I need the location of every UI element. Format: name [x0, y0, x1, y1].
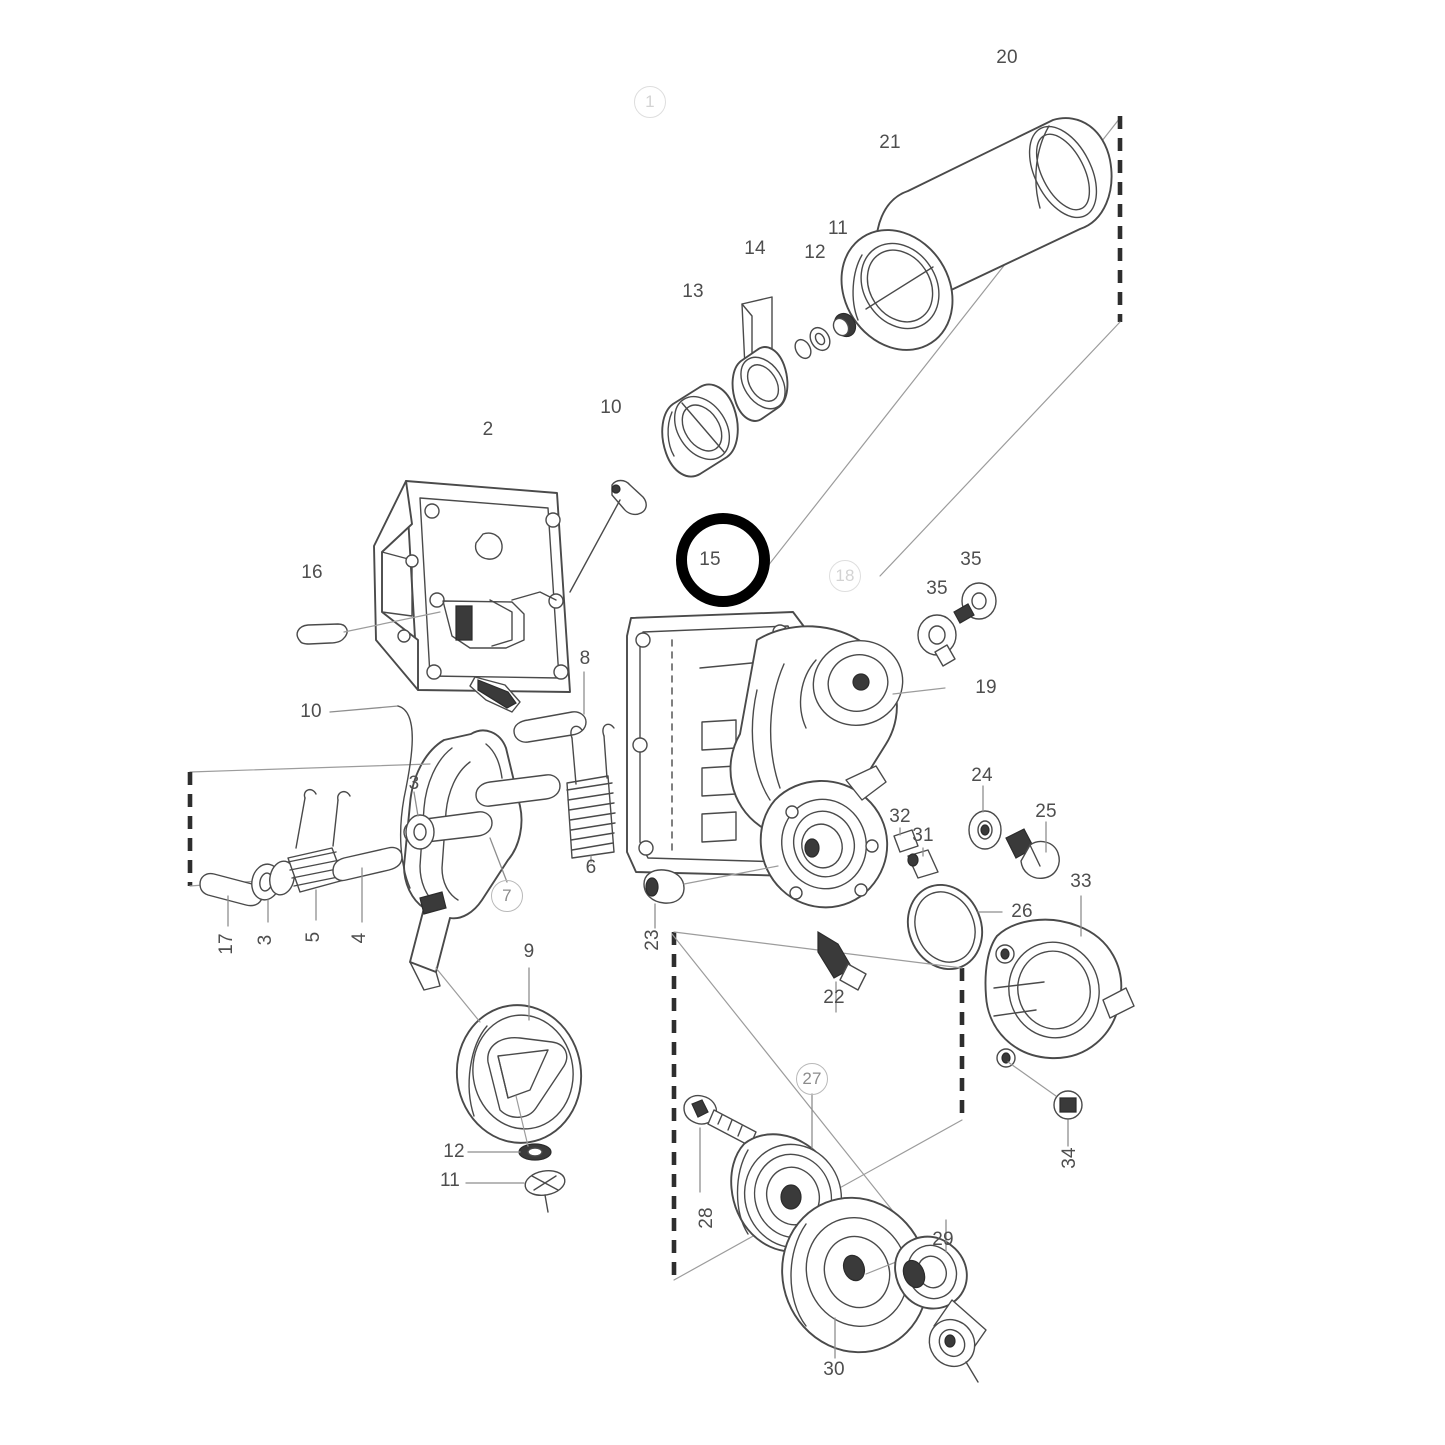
callout-2: 2 — [482, 419, 494, 440]
callout-30: 30 — [823, 1359, 845, 1380]
part-7-lever-arm — [403, 729, 561, 991]
callout-12: 12 — [804, 242, 826, 263]
callout-9: 9 — [523, 941, 535, 962]
part-10-leader-lower — [329, 705, 413, 889]
callout-11: 11 — [439, 1170, 461, 1191]
callout-10: 10 — [600, 397, 622, 418]
part-11-nut-top — [832, 312, 857, 338]
part-16-key-pin — [296, 611, 441, 645]
callout-17: 17 — [216, 933, 237, 955]
part-13-bearing-race — [661, 346, 789, 478]
part-10-locating-pin-upper — [569, 479, 647, 593]
callout-28: 28 — [696, 1207, 717, 1229]
callout-1: 1 — [634, 86, 666, 118]
callout-4: 4 — [349, 932, 370, 944]
callout-34: 34 — [1059, 1147, 1080, 1169]
callout-13: 13 — [682, 281, 704, 302]
callout-16: 16 — [301, 562, 323, 583]
part-34-screw-small — [1007, 1061, 1083, 1147]
callout-12: 12 — [443, 1141, 465, 1162]
callout-6: 6 — [585, 857, 597, 878]
callout-29: 29 — [932, 1229, 954, 1250]
callout-3: 3 — [408, 773, 420, 794]
part-32-clip — [893, 827, 919, 853]
callout-31: 31 — [912, 825, 934, 846]
callout-15: 15 — [699, 549, 721, 570]
callout-20: 20 — [996, 47, 1018, 68]
callout-24: 24 — [971, 765, 993, 786]
part-19-motor-body — [729, 625, 946, 909]
callout-27: 27 — [796, 1063, 828, 1095]
callout-35: 35 — [926, 578, 948, 599]
callout-33: 33 — [1070, 871, 1092, 892]
callout-8: 8 — [579, 648, 591, 669]
callout-14: 14 — [744, 238, 766, 259]
callout-5: 5 — [303, 931, 324, 943]
part-5-coil-spring — [287, 788, 351, 893]
callout-11: 11 — [827, 218, 849, 239]
part-6-spring-pack — [566, 723, 616, 863]
callout-32: 32 — [889, 806, 911, 827]
part-8-roll-pin — [513, 671, 587, 743]
callout-19: 19 — [975, 677, 997, 698]
part-24-washer — [968, 785, 1002, 850]
part-25-screw — [1005, 821, 1060, 879]
part-22-stud-bolt — [817, 930, 867, 1013]
callout-10: 10 — [300, 701, 322, 722]
part-26-o-ring-end-cap — [906, 883, 1003, 971]
part-28-bolt — [683, 1094, 757, 1193]
part-11-nut-bottom — [465, 1169, 566, 1213]
callout-26: 26 — [1011, 901, 1033, 922]
part-29-spacer-nut — [894, 1219, 987, 1383]
part-23-bushing — [643, 865, 779, 929]
part-33-end-cap-cover — [984, 895, 1135, 1068]
part-12-lock-washer-bottom — [467, 1095, 552, 1161]
part-21-collar-ring — [840, 229, 954, 351]
part-3-washer-left — [251, 860, 295, 901]
callout-35: 35 — [960, 549, 982, 570]
callout-23: 23 — [642, 929, 663, 951]
part-9-sealing-ring — [435, 967, 583, 1144]
callout-3: 3 — [255, 934, 276, 946]
part-35-eye-bolt-lower — [917, 614, 957, 667]
part-2-gearbox-cover — [373, 480, 571, 713]
callout-18: 18 — [829, 560, 861, 592]
part-31-pin-small — [907, 847, 939, 879]
callout-21: 21 — [879, 132, 901, 153]
part-30-drive-pulley — [781, 1196, 929, 1359]
part-35-eye-bolt-upper — [953, 582, 997, 624]
part-15-o-ring-highlighted — [676, 513, 770, 607]
part-4-shaft-pin — [332, 846, 403, 923]
callout-7: 7 — [491, 880, 523, 912]
part-3-washer-upper — [405, 791, 435, 850]
callout-25: 25 — [1035, 801, 1057, 822]
part-12-lock-washer-top — [794, 326, 831, 360]
callout-22: 22 — [823, 987, 845, 1008]
